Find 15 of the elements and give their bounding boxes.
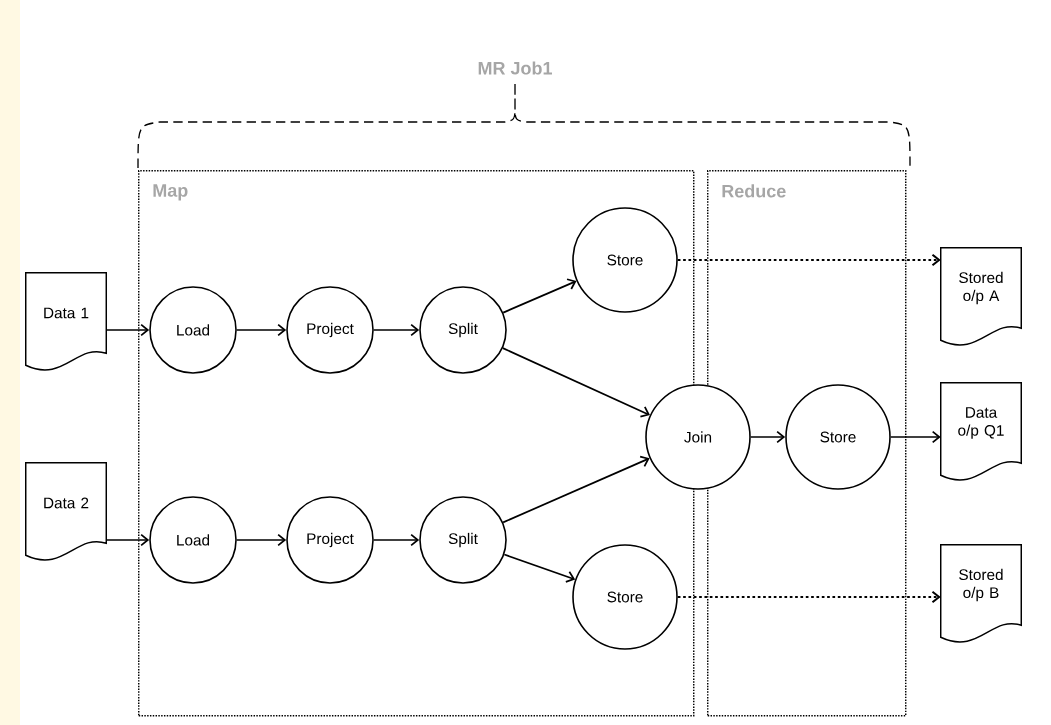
- arrow: [676, 590, 941, 604]
- arrow: [502, 347, 650, 418]
- arrow: [105, 533, 150, 547]
- arrow: [235, 323, 287, 337]
- arrow: [503, 553, 576, 583]
- arrow: [372, 323, 420, 337]
- arrow: [235, 533, 287, 547]
- arrow: [105, 323, 150, 337]
- arrow: [502, 455, 650, 524]
- group-label: MR Job1: [478, 61, 552, 75]
- arrow: [749, 430, 786, 444]
- arrow: [372, 533, 420, 547]
- arrow: [676, 253, 941, 267]
- arrow: [502, 278, 577, 314]
- arrow: [889, 430, 941, 444]
